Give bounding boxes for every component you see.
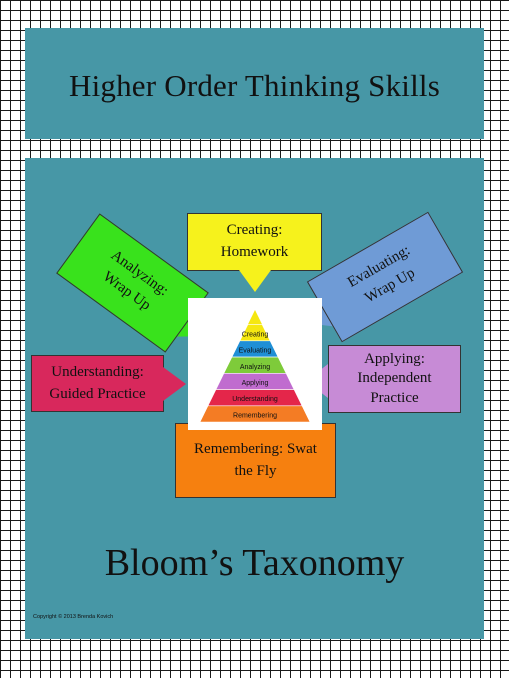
- pyramid-label-evaluating: Evaluating: [239, 348, 272, 355]
- understanding-box: Understanding: Guided Practice: [31, 355, 164, 412]
- pyramid-label-remembering: Remembering: [233, 412, 277, 419]
- pyramid-label-creating: Creating: [242, 331, 269, 338]
- understanding-label: Understanding:: [51, 363, 144, 380]
- title-panel: Higher Order Thinking Skills: [25, 28, 484, 139]
- page-title: Higher Order Thinking Skills: [69, 68, 440, 103]
- creating-label: Creating:: [226, 222, 283, 239]
- applying-label: Applying:: [364, 350, 425, 367]
- creating-activity: Homework: [220, 244, 289, 260]
- document-subtitle: Bloom’s Taxonomy: [104, 542, 405, 584]
- pyramid-tip: [247, 310, 263, 325]
- pyramid-label-analyzing: Analyzing: [240, 364, 270, 371]
- applying-activity-2: Practice: [370, 389, 419, 406]
- bloom-pyramid: CreatingEvaluatingAnalyzingApplyingUnder…: [199, 310, 311, 423]
- pyramid-level-remembering: [199, 405, 311, 423]
- creating-box: Creating: Homework: [187, 213, 322, 271]
- evaluating-callout: Evaluating: Wrap Up: [296, 211, 464, 343]
- pyramid-label-applying: Applying: [242, 380, 269, 387]
- evaluating-box: Evaluating: Wrap Up: [306, 211, 464, 343]
- remembering-box: Remembering: Swat the Fly: [175, 423, 336, 498]
- remembering-activity: the Fly: [234, 462, 277, 479]
- understanding-activity: Guided Practice: [49, 385, 146, 402]
- main-panel: Creating: Homework Evaluating: Wrap Up A…: [25, 158, 484, 639]
- creating-arrow: [239, 270, 271, 292]
- copyright-notice: Copyright © 2013 Brenda Kovich: [33, 614, 114, 620]
- applying-activity: Independent: [357, 370, 432, 387]
- remembering-label: Remembering: Swat: [194, 440, 317, 457]
- analyzing-callout: Analyzing: Wrap Up: [56, 213, 217, 353]
- understanding-arrow: [163, 367, 186, 401]
- applying-box: Applying: Independent Practice: [328, 345, 461, 413]
- pyramid-label-understanding: Understanding: [232, 396, 278, 403]
